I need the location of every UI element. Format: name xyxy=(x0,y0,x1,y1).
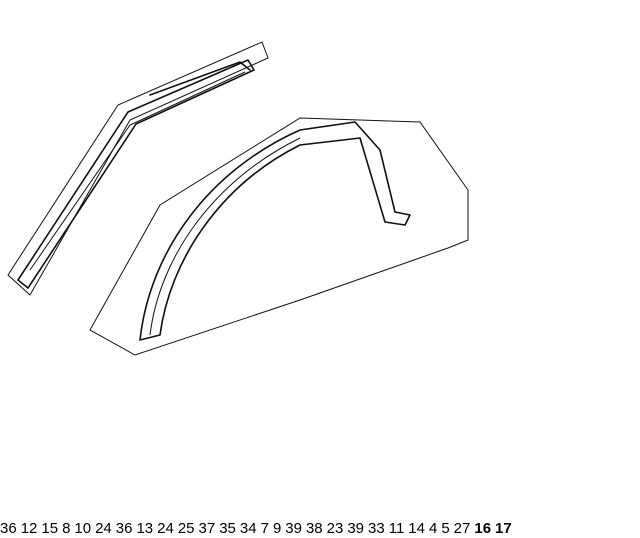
label-24-top: 24 xyxy=(95,520,112,537)
label-34: 34 xyxy=(239,520,257,537)
diagram-canvas xyxy=(7,41,469,356)
label-37: 37 xyxy=(198,520,216,537)
label-36-top: 36 xyxy=(0,520,17,537)
label-35: 35 xyxy=(219,520,236,537)
label-4: 4 xyxy=(428,520,438,537)
label-5: 5 xyxy=(441,520,450,537)
label-23: 23 xyxy=(326,520,344,537)
label-33: 33 xyxy=(368,520,385,537)
label-16: 16 xyxy=(474,520,492,537)
label-39-mid: 39 xyxy=(285,520,302,537)
label-11: 11 xyxy=(388,520,405,537)
label-13: 13 xyxy=(136,520,154,537)
label-tag-16: 36 12 15 8 10 24 36 13 24 25 37 35 34 7 … xyxy=(0,520,512,537)
label-14: 14 xyxy=(408,520,425,537)
parts-diagram xyxy=(7,41,469,356)
label-8: 8 xyxy=(62,520,71,537)
label-39-low: 39 xyxy=(347,520,365,537)
label-36-mid: 36 xyxy=(115,520,133,537)
door-frame xyxy=(89,117,469,356)
label-15: 15 xyxy=(41,520,59,537)
molding-upper-left xyxy=(7,41,269,296)
label-7: 7 xyxy=(260,520,269,537)
label-38: 38 xyxy=(305,520,323,537)
label-9: 9 xyxy=(272,520,282,537)
label-17: 17 xyxy=(495,520,512,537)
label-12: 12 xyxy=(20,520,38,537)
label-10: 10 xyxy=(74,520,92,537)
label-27: 27 xyxy=(453,520,471,537)
label-tag-17: 36 12 15 8 10 24 36 13 24 25 37 35 34 7 … xyxy=(0,520,512,537)
label-25: 25 xyxy=(177,520,195,537)
label-24-mid: 24 xyxy=(157,520,174,537)
highlight-box: 36 12 15 8 10 24 36 13 24 25 37 35 34 7 … xyxy=(0,520,512,537)
